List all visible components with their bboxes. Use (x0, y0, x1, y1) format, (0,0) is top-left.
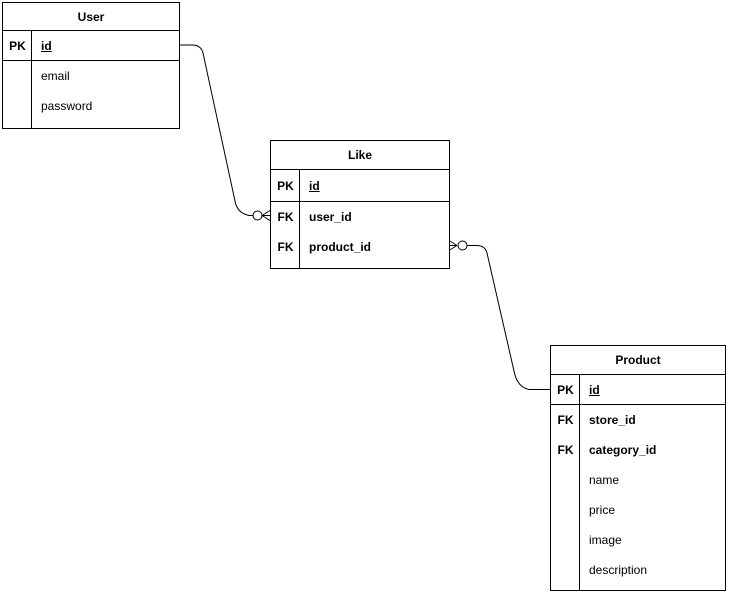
table-title[interactable]: Product (551, 346, 725, 375)
key-label: FK (557, 443, 574, 457)
field-name: password (41, 99, 93, 113)
key-label: PK (277, 178, 294, 193)
field-name: user_id (309, 210, 352, 224)
field-name: name (589, 473, 620, 487)
table-title[interactable]: User (3, 3, 179, 31)
table-row[interactable]: email (3, 61, 179, 91)
table-body: PK id FK store_id FK category_id name pr… (551, 375, 725, 590)
table-body: PK id FK user_id FK product_id (271, 170, 449, 268)
field-name: price (589, 503, 616, 517)
table-row-pk[interactable]: PK id (551, 375, 725, 405)
key-label (3, 91, 32, 121)
table-row[interactable]: FK product_id (271, 232, 449, 262)
crow-foot-marker (448, 240, 458, 251)
key-label (551, 465, 580, 495)
field-name: email (41, 69, 70, 83)
relationship-user-like[interactable] (180, 44, 271, 221)
zero-or-many-circle-marker (252, 210, 263, 221)
zero-or-many-circle-marker (457, 240, 468, 251)
table-row[interactable]: FK user_id (271, 202, 449, 232)
field-name: description (589, 563, 648, 577)
key-column-divider (579, 375, 580, 590)
table-row-pk[interactable]: PK id (3, 31, 179, 61)
table-body: PK id email password (3, 31, 179, 128)
table-row[interactable]: image (551, 525, 725, 555)
entity-table-like[interactable]: Like PK id FK user_id FK product_id (270, 140, 450, 269)
key-label: PK (557, 382, 574, 397)
key-label (551, 495, 580, 525)
key-label (551, 555, 580, 585)
key-label: PK (9, 38, 26, 53)
key-label: FK (557, 413, 574, 427)
table-row[interactable]: price (551, 495, 725, 525)
field-name: image (589, 533, 622, 547)
connector-line (180, 44, 253, 216)
table-title[interactable]: Like (271, 141, 449, 170)
key-column-divider (299, 170, 300, 268)
entity-table-product[interactable]: Product PK id FK store_id FK category_id… (550, 345, 726, 591)
field-name: id (309, 178, 320, 193)
field-name: category_id (589, 443, 657, 457)
key-label: FK (277, 210, 294, 224)
table-row[interactable]: FK store_id (551, 405, 725, 435)
table-row[interactable]: name (551, 465, 725, 495)
field-name: id (589, 382, 600, 397)
field-name: store_id (589, 413, 636, 427)
key-label (3, 61, 32, 91)
key-column-divider (31, 31, 32, 128)
key-label (551, 525, 580, 555)
table-row[interactable]: FK category_id (551, 435, 725, 465)
entity-table-user[interactable]: User PK id email password (2, 2, 180, 129)
connector-line (467, 245, 550, 390)
crow-foot-marker (261, 210, 271, 221)
table-row[interactable]: password (3, 91, 179, 121)
table-row[interactable]: description (551, 555, 725, 585)
field-name: product_id (309, 240, 371, 254)
key-label: FK (277, 240, 294, 254)
table-row-pk[interactable]: PK id (271, 170, 449, 202)
relationship-like-product[interactable] (448, 240, 550, 390)
field-name: id (41, 38, 52, 53)
